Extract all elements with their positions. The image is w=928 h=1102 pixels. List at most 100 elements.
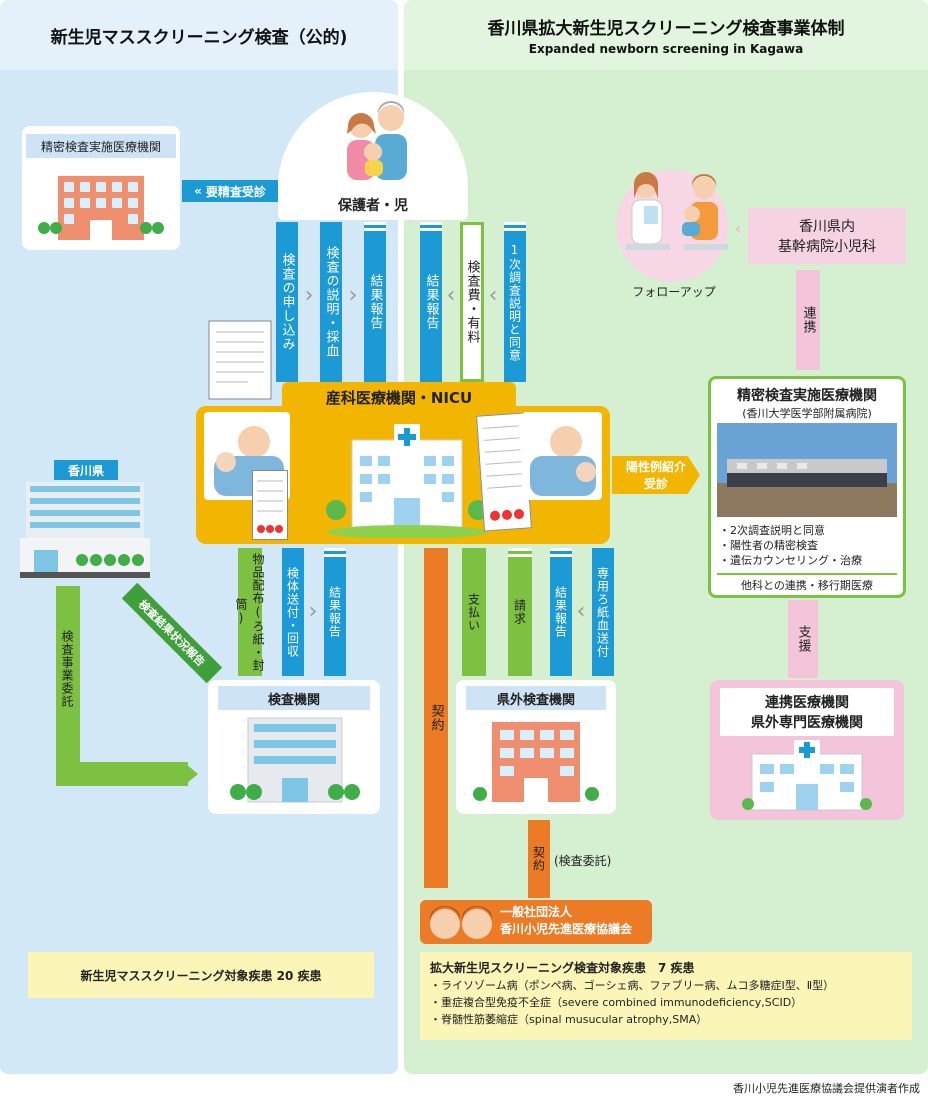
outside-lab-label: 県外検査機関 xyxy=(466,686,606,710)
precision-left-card: 精密検査実施医療機関 xyxy=(22,126,180,250)
kagawa-pref-node: 香川県 xyxy=(20,460,150,582)
precision-item: ・遺伝カウンセリング・治療 xyxy=(719,554,862,567)
positive-refer-arrow: 陽性例紹介 受診 xyxy=(612,456,700,494)
billing-label: 請求 xyxy=(512,599,527,625)
filter-card-right xyxy=(476,412,532,532)
report1-label: 結果報告 xyxy=(367,274,383,330)
document-icon xyxy=(208,320,272,400)
report2-label: 結果報告 xyxy=(423,274,439,330)
precision-right-card: 精密検査実施医療機関 (香川大学医学部附属病院) ・2次調査説明と同意 ・陽性者… xyxy=(708,376,906,598)
left-note: 新生児マススクリーニング対象疾患 20 疾患 xyxy=(28,952,374,998)
disease-item: ・ライソゾーム病（ポンペ病、ゴーシェ病、ファブリー病、ムコ多糖症Ⅰ型、Ⅱ型） xyxy=(430,979,835,992)
fee-flow: 検査費・有料 xyxy=(460,222,484,382)
association-node: 一般社団法人 香川小児先進医療協議会 xyxy=(420,900,652,944)
right-note-title: 拡大新生児スクリーニング検査対象疾患 7 疾患 xyxy=(430,961,695,975)
explain-flow: 検査の説明・採血 xyxy=(320,222,342,382)
precision-right-footer: 他科との連携・移行期医療 xyxy=(741,579,873,592)
chevron-left-icon: ‹ xyxy=(488,282,498,308)
hospital-icon xyxy=(38,176,164,240)
test-lab-card: 検査機関 xyxy=(208,680,380,814)
fee-label: 検査費・有料 xyxy=(464,260,480,344)
right-header: 香川県拡大新生児スクリーニング検査事業体制 Expanded newborn s… xyxy=(404,0,928,70)
partner-label: 連携医療機関 県外専門医療機関 xyxy=(720,688,894,736)
report3-label: 結果報告 xyxy=(327,586,342,638)
billing-flow: 請求 xyxy=(508,548,532,676)
test-lab-label: 検査機関 xyxy=(218,686,370,710)
left-header: 新生児マススクリーニング検査（公的) xyxy=(0,0,398,70)
precision-right-title: 精密検査実施医療機関 xyxy=(737,388,877,404)
chevron-left-icon: ‹ xyxy=(446,282,456,308)
hospital-icon xyxy=(473,722,599,802)
family-illustration xyxy=(347,101,407,180)
chevron-left-icon: ‹ xyxy=(734,218,742,238)
association-label-2: 香川小児先進医療協議会 xyxy=(500,922,633,936)
association-label-1: 一般社団法人 xyxy=(500,905,573,919)
university-hospital-photo xyxy=(717,423,897,517)
entrust-arrowhead xyxy=(186,764,198,784)
obstetric-node xyxy=(196,406,610,544)
precision-left-label: 精密検査実施医療機関 xyxy=(26,134,176,158)
partner-label-1: 連携医療機関 xyxy=(765,695,849,711)
apply-label: 検査の申し込み xyxy=(279,253,295,351)
lab-building-icon xyxy=(230,717,360,803)
need-precise-arrow: «要精査受診 xyxy=(182,180,278,202)
children-faces-icon xyxy=(430,906,492,939)
report1-flow: 結果報告 xyxy=(364,222,386,382)
divider xyxy=(717,573,897,575)
support-label: 支援 xyxy=(795,625,811,653)
association-label: 一般社団法人 香川小児先進医療協議会 xyxy=(500,904,632,938)
positive-refer-label-1: 陽性例紹介 xyxy=(625,460,686,474)
chevron-right-icon: › xyxy=(308,598,318,624)
supplies-flow: 物品配布(ろ紙・封筒) xyxy=(234,548,265,676)
filter-send-label: 専用ろ紙血送付 xyxy=(595,566,610,658)
entrust-label: 検査事業委託 xyxy=(60,630,74,708)
need-precise-label: 要精査受診 xyxy=(205,184,266,199)
chevron-right-icon: › xyxy=(304,282,314,308)
sample-send-flow: 検体送付・回収 xyxy=(282,548,304,676)
report2-flow: 結果報告 xyxy=(420,222,442,382)
entrust-arrow-horizontal xyxy=(56,762,188,786)
doctor-family-illustration xyxy=(626,172,728,250)
positive-refer-label-2: 受診 xyxy=(643,477,668,491)
payment-label: 支払い xyxy=(466,592,481,632)
precision-item: ・2次調査説明と同意 xyxy=(719,524,825,537)
right-title: 香川県拡大新生児スクリーニング検査事業体制 xyxy=(487,19,845,39)
right-note: 拡大新生児スクリーニング検査対象疾患 7 疾患 ・ライソゾーム病（ポンペ病、ゴー… xyxy=(420,952,912,1040)
baby-photo-right xyxy=(522,412,602,500)
coop-flow: 連携 xyxy=(796,270,820,370)
government-building-icon xyxy=(20,482,150,578)
entrust-flow: 検査事業委託 xyxy=(56,586,80,774)
kagawa-core-node: 香川県内 基幹病院小児科 xyxy=(748,208,906,264)
kagawa-pref-label: 香川県 xyxy=(54,460,118,480)
outside-lab-card: 県外検査機関 xyxy=(456,680,616,814)
coop-label: 連携 xyxy=(800,306,816,334)
chevron-left-icon: ‹ xyxy=(576,598,586,624)
partner-card: 連携医療機関 県外専門医療機関 xyxy=(710,680,904,820)
precision-right-list: ・2次調査説明と同意 ・陽性者の精密検査 ・遺伝カウンセリング・治療 xyxy=(719,523,862,568)
hospital-icon xyxy=(742,740,872,811)
supplies-label: 物品配布(ろ紙・封筒) xyxy=(234,552,265,672)
credit: 香川小児先進医療協議会提供演者作成 xyxy=(733,1082,920,1095)
first-consent-label: 1次調査説明と同意 xyxy=(507,242,522,362)
filter-send-flow: 専用ろ紙血送付 xyxy=(592,548,614,676)
report4-flow: 結果報告 xyxy=(550,548,572,676)
report4-label: 結果報告 xyxy=(553,586,568,638)
filter-card-left xyxy=(252,470,288,540)
payment-flow: 支払い xyxy=(462,548,486,676)
hospital-building-icon xyxy=(326,424,488,538)
disease-item: ・重症複合型免疫不全症（severe combined immunodefici… xyxy=(430,996,803,1009)
contract2-flow: 契約 xyxy=(528,820,550,898)
chevron-right-icon: › xyxy=(348,282,358,308)
contract2-note: (検査委託) xyxy=(554,854,612,868)
kagawa-core-label-1: 香川県内 xyxy=(799,219,855,235)
followup-label: フォローアップ xyxy=(632,284,716,299)
left-title: 新生児マススクリーニング検査（公的) xyxy=(50,27,348,48)
kagawa-core-label-2: 基幹病院小児科 xyxy=(778,239,876,255)
partner-label-2: 県外専門医療機関 xyxy=(751,715,863,731)
contract1-label: 契約 xyxy=(428,704,444,732)
sample-send-label: 検体送付・回収 xyxy=(285,566,300,658)
guardian-label: 保護者・児 xyxy=(338,198,408,214)
contract1-flow: 契約 xyxy=(424,548,448,888)
precision-right-sub: (香川大学医学部附属病院) xyxy=(742,407,872,420)
report3-flow: 結果報告 xyxy=(324,548,346,676)
